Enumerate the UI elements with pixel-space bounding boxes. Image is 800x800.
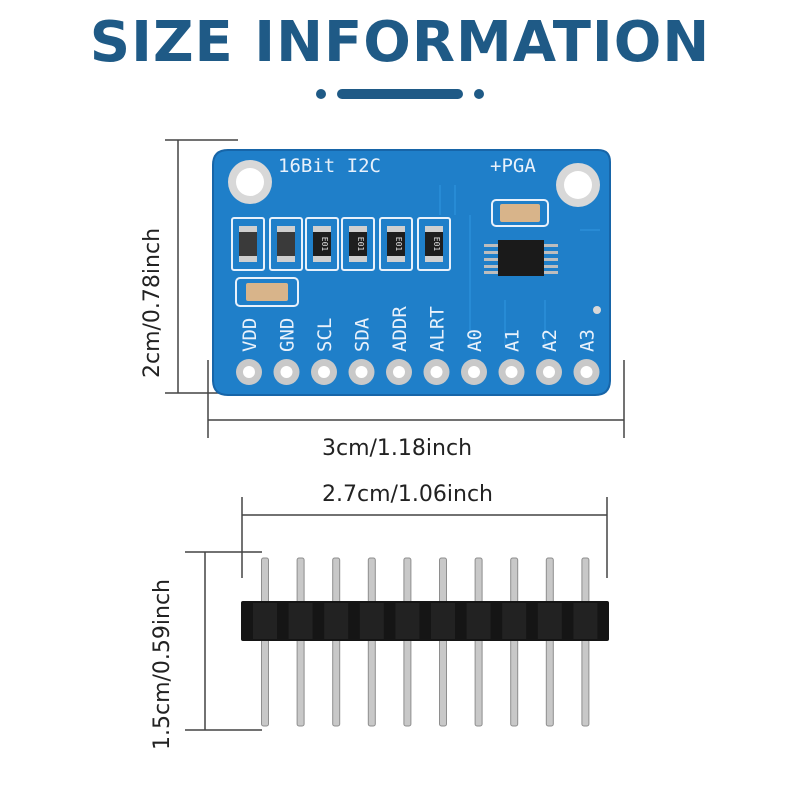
component-outline <box>269 217 303 271</box>
pin-label: SCL <box>314 318 336 352</box>
component-terminal <box>349 226 367 232</box>
header-segment <box>502 603 527 639</box>
header-segment <box>359 603 384 639</box>
pin-label: ALRT <box>427 306 449 352</box>
resistor-marking: E01 <box>394 237 403 252</box>
board-label-left: 16Bit I2C <box>278 155 381 177</box>
component-outline <box>231 217 265 271</box>
capacitor-bottom-left-outline <box>235 277 299 307</box>
pin-hole <box>280 366 293 378</box>
header-pin <box>439 557 447 727</box>
header-width-dimension <box>241 497 608 578</box>
header-height-dimension <box>185 551 262 731</box>
pin-label: A1 <box>502 329 524 352</box>
pin-label: SDA <box>352 317 374 352</box>
mounting-hole-right-inner <box>564 171 592 199</box>
component-terminal <box>387 256 405 262</box>
pin-hole <box>505 366 518 378</box>
header-height-label: 1.5cm/0.59inch <box>150 578 175 750</box>
pin-label: VDD <box>239 318 261 352</box>
component-terminal <box>387 226 405 232</box>
component-terminal <box>239 226 257 232</box>
resistor-marking: E01 <box>432 237 441 252</box>
board-height-label: 2cm/0.78inch <box>140 227 165 378</box>
pin-hole <box>393 366 405 378</box>
component-terminal <box>313 256 331 262</box>
pin-labels: VDD GND SCL SDA ADDR ALRT A0 A1 A2 A3 <box>239 306 599 352</box>
pcb-via <box>593 306 601 314</box>
header-segment <box>395 603 420 639</box>
pin-header <box>241 557 609 727</box>
header-segment <box>253 603 277 639</box>
component-terminal <box>313 226 331 232</box>
pin-hole <box>543 366 555 378</box>
header-pin <box>332 557 341 727</box>
resistor <box>425 226 443 262</box>
header-segment <box>537 603 562 639</box>
component-terminal <box>277 226 295 232</box>
resistor-marking: E01 <box>320 237 329 252</box>
pin-hole <box>430 366 443 378</box>
header-pin <box>403 557 412 727</box>
board-label-right: +PGA <box>490 155 536 177</box>
smd-component-row: E01 E01 E01 E01 <box>231 217 451 271</box>
capacitor <box>239 226 257 262</box>
capacitor-top-right <box>500 204 540 222</box>
component-outline <box>379 217 413 271</box>
header-segment <box>431 603 455 639</box>
header-segment <box>288 603 313 639</box>
pin-hole <box>355 366 368 378</box>
ads1115-chip <box>484 240 558 276</box>
resistor-marking: E01 <box>356 237 365 252</box>
pcb-traces <box>439 185 600 345</box>
capacitor <box>277 226 295 262</box>
component-outline <box>341 217 375 271</box>
pin-hole <box>580 366 593 378</box>
header-pin <box>296 557 305 727</box>
resistor <box>349 226 367 262</box>
header-width-label: 2.7cm/1.06inch <box>322 482 494 507</box>
component-terminal <box>349 256 367 262</box>
board-width-label: 3cm/1.18inch <box>322 436 473 461</box>
pin-label: GND <box>277 318 299 352</box>
capacitor-top-right-outline <box>491 199 549 227</box>
header-pin <box>581 557 590 727</box>
pin-label: ADDR <box>389 306 411 352</box>
header-pin <box>367 557 376 727</box>
board-width-dimension <box>207 360 625 438</box>
adc-module-board: 16Bit I2C +PGA E01 E01 E01 E01 <box>212 149 611 396</box>
pin-label: A3 <box>577 329 599 352</box>
pin-hole <box>468 366 480 378</box>
header-segment <box>573 603 598 639</box>
component-terminal <box>277 256 295 262</box>
mounting-hole-left-inner <box>236 168 264 196</box>
pin-label: A2 <box>539 329 561 352</box>
resistor <box>313 226 331 262</box>
page-title: SIZE INFORMATION <box>89 10 711 75</box>
capacitor-bottom-left <box>246 283 288 301</box>
component-terminal <box>425 226 443 232</box>
header-pin <box>261 557 269 727</box>
header-pin <box>474 557 483 727</box>
component-outline <box>305 217 339 271</box>
component-terminal <box>239 256 257 262</box>
pin-hole <box>318 366 330 378</box>
pin-pads <box>236 359 600 385</box>
pin-hole <box>243 366 255 378</box>
header-segment <box>466 603 491 639</box>
header-pin <box>545 557 554 727</box>
component-terminal <box>425 256 443 262</box>
header-segment <box>324 603 349 639</box>
component-outline <box>417 217 451 271</box>
header-pin <box>510 557 519 727</box>
pin-label: A0 <box>464 329 486 352</box>
resistor <box>387 226 405 262</box>
